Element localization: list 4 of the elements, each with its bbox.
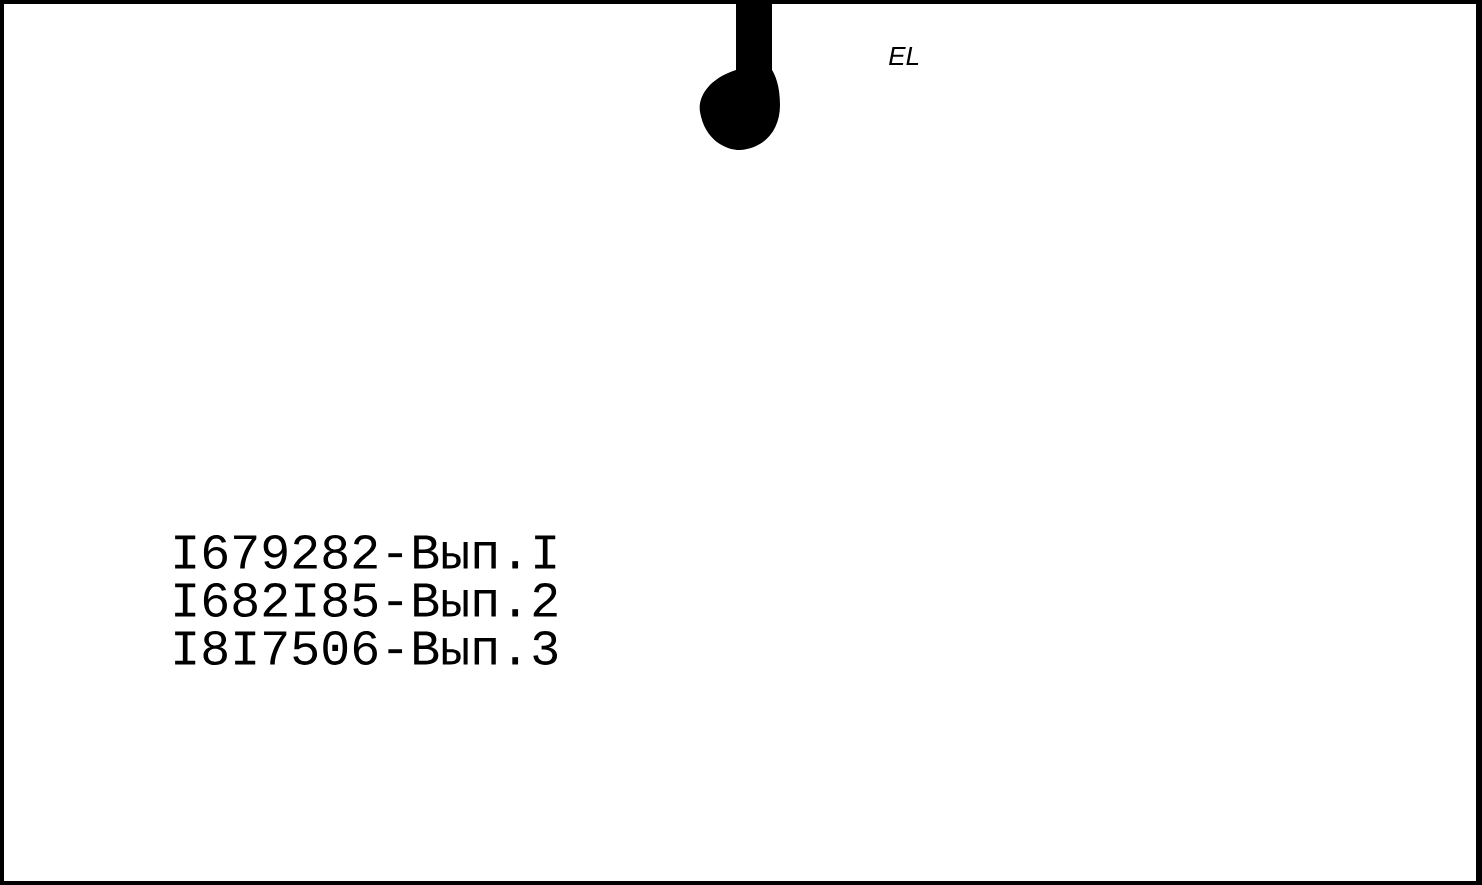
catalog-number: I8I7506-Вып.3 <box>175 631 558 665</box>
handwritten-note: EL <box>889 47 919 65</box>
catalog-number: I679282-Вып.I <box>175 535 556 569</box>
catalog-number: I682I85-Вып.2 <box>175 583 557 617</box>
